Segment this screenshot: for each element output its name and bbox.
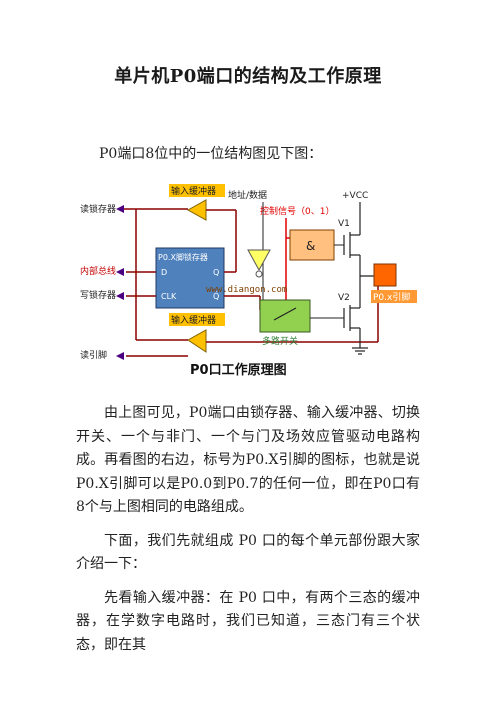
mux-box — [259, 299, 311, 333]
mux-switch — [273, 307, 297, 321]
and-gate-label: & — [306, 239, 315, 253]
output-pin-label: P0.x引脚 — [373, 292, 410, 303]
input-buffer-top-shape — [186, 199, 207, 221]
latch-pin-clk: CLK — [161, 292, 177, 301]
input-buffer-bottom-label-box — [169, 313, 225, 326]
p0-port-circuit-diagram: P0.X脚锁存器 D Q CLK Q̄ 输入缓冲器 输入缓冲器 读锁存器 内部总… — [80, 184, 417, 378]
diagram-watermark: www.diangon.com — [206, 285, 287, 295]
body-paragraphs: 由上图可见，P0端口由锁存器、输入缓冲器、切换开关、一个与非门、一个与门及场效应… — [76, 402, 420, 657]
mux-label: 多路开关 — [262, 335, 298, 347]
label-addr-data: 地址/数据 — [228, 189, 267, 201]
paragraph-3: 先看输入缓冲器：在 P0 口中，有两个三态的缓冲器，在学数字电路时，我们已知道，… — [76, 589, 420, 653]
input-buffer-bottom-label: 输入缓冲器 — [171, 314, 216, 326]
input-buffer-bottom-shape — [187, 329, 207, 353]
diagram-caption: P0口工作原理图 — [190, 362, 287, 378]
output-pin-box — [373, 263, 397, 287]
input-buffer-top-label-box — [169, 184, 225, 197]
paragraph-1: 由上图可见，P0端口由锁存器、输入缓冲器、切换开关、一个与非门、一个与门及场效应… — [76, 405, 420, 515]
label-v2: V2 — [338, 293, 350, 303]
ground-symbol — [352, 347, 368, 355]
label-vcc: +VCC — [342, 191, 368, 201]
internal-wires — [206, 209, 379, 343]
paragraph-2: 下面，我们先就组成 P0 口的每个单元部份跟大家介绍一下： — [76, 532, 420, 573]
latch-pin-d: D — [161, 268, 167, 277]
intro-text: P0端口8位中的一位结构图见下图： — [99, 146, 323, 162]
inverter-bubble — [255, 270, 263, 278]
label-read-latch: 读锁存器 — [80, 203, 116, 215]
output-pin-label-box — [371, 290, 417, 303]
label-internal-bus: 内部总线 — [80, 265, 116, 277]
latch-box — [155, 247, 225, 309]
label-read-pin: 读引脚 — [80, 349, 107, 361]
label-control-signal: 控制信号（0、1） — [260, 205, 334, 217]
latch-title: P0.X脚锁存器 — [158, 252, 208, 262]
input-buffer-top-label: 输入缓冲器 — [171, 185, 216, 197]
label-v1: V1 — [338, 219, 350, 229]
inverter-shape — [247, 249, 271, 272]
page-title: 单片机P0端口的结构及工作原理 — [114, 66, 382, 87]
bus-wires — [123, 208, 188, 357]
label-write-latch: 写锁存器 — [80, 289, 116, 301]
transistor-v2 — [343, 305, 361, 348]
latch-pin-qbar: Q̄ — [213, 291, 219, 301]
transistor-v1 — [343, 202, 361, 308]
latch-pin-q: Q — [213, 268, 219, 277]
left-arrows — [116, 205, 124, 360]
and-gate-box — [289, 229, 335, 261]
